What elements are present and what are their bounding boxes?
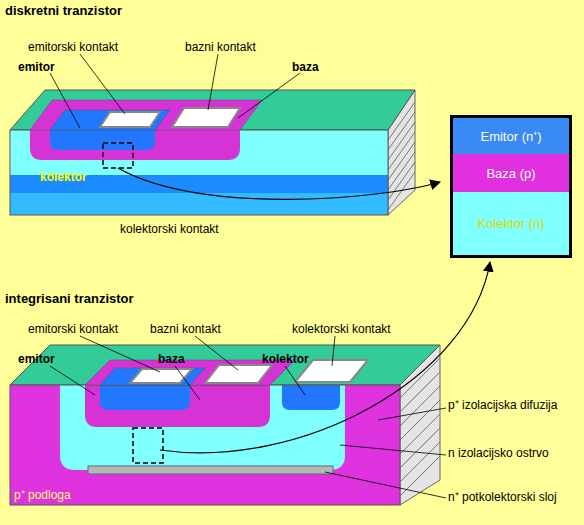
part-label: integrisani tranzistor [5, 292, 134, 306]
collector-region [10, 130, 388, 175]
part-label: kolektorski kontakt [120, 222, 219, 236]
emitter-window [50, 110, 170, 130]
part-label: baza [158, 352, 185, 366]
discrete-transistor [10, 54, 440, 215]
base-region [30, 130, 240, 160]
part-label: n⁺ potkolektorski sloj [448, 490, 573, 504]
part-label: emitor [18, 60, 55, 74]
detail-frame [133, 428, 163, 463]
emitter-region [100, 385, 190, 410]
part-label: emitor [18, 352, 55, 366]
part-label: emitorski kontakt [28, 40, 118, 54]
collector-bottom [10, 193, 388, 215]
layer-band: Baza (p) [453, 154, 569, 192]
layer-band: Emitor (n⁺) [453, 118, 569, 154]
part-label: p⁺ podloga [14, 488, 71, 502]
base-window [30, 100, 262, 130]
emitter-window [100, 368, 205, 385]
leader-lines [50, 336, 446, 498]
emitter-contact [100, 112, 160, 127]
layer-name: Baza (p) [486, 166, 535, 181]
oxide-top [10, 345, 440, 385]
base-contact [205, 365, 272, 383]
detail-arrow [160, 262, 490, 453]
part-label: bazni kontakt [150, 322, 221, 336]
oxide-top [10, 90, 415, 130]
part-label: n izolacijsko ostrvo [448, 446, 573, 460]
base-region [85, 385, 270, 427]
collector-nplus [282, 385, 340, 410]
n-island [60, 385, 345, 470]
part-label: diskretni tranzistor [5, 4, 122, 18]
layer-band: Kolektor (n) [453, 192, 569, 255]
layer-name: Emitor (n⁺) [480, 127, 541, 145]
part-label: emitorski kontakt [28, 322, 118, 336]
part-label: kolektorski kontakt [292, 322, 391, 336]
base-contact [172, 108, 240, 127]
detail-frame [103, 143, 133, 168]
part-label: kolektor [40, 170, 87, 184]
inset-frame [452, 117, 571, 257]
part-label: bazni kontakt [185, 40, 256, 54]
detail-arrow [118, 168, 440, 199]
part-label: kolektor [262, 352, 309, 366]
part-label: p⁺ izolacijska difuzija [448, 398, 573, 412]
layer-name: Kolektor (n) [477, 216, 544, 231]
leader-lines [50, 54, 300, 128]
part-label: baza [292, 60, 319, 74]
front-outline [10, 130, 388, 215]
buried-layer [88, 466, 333, 474]
